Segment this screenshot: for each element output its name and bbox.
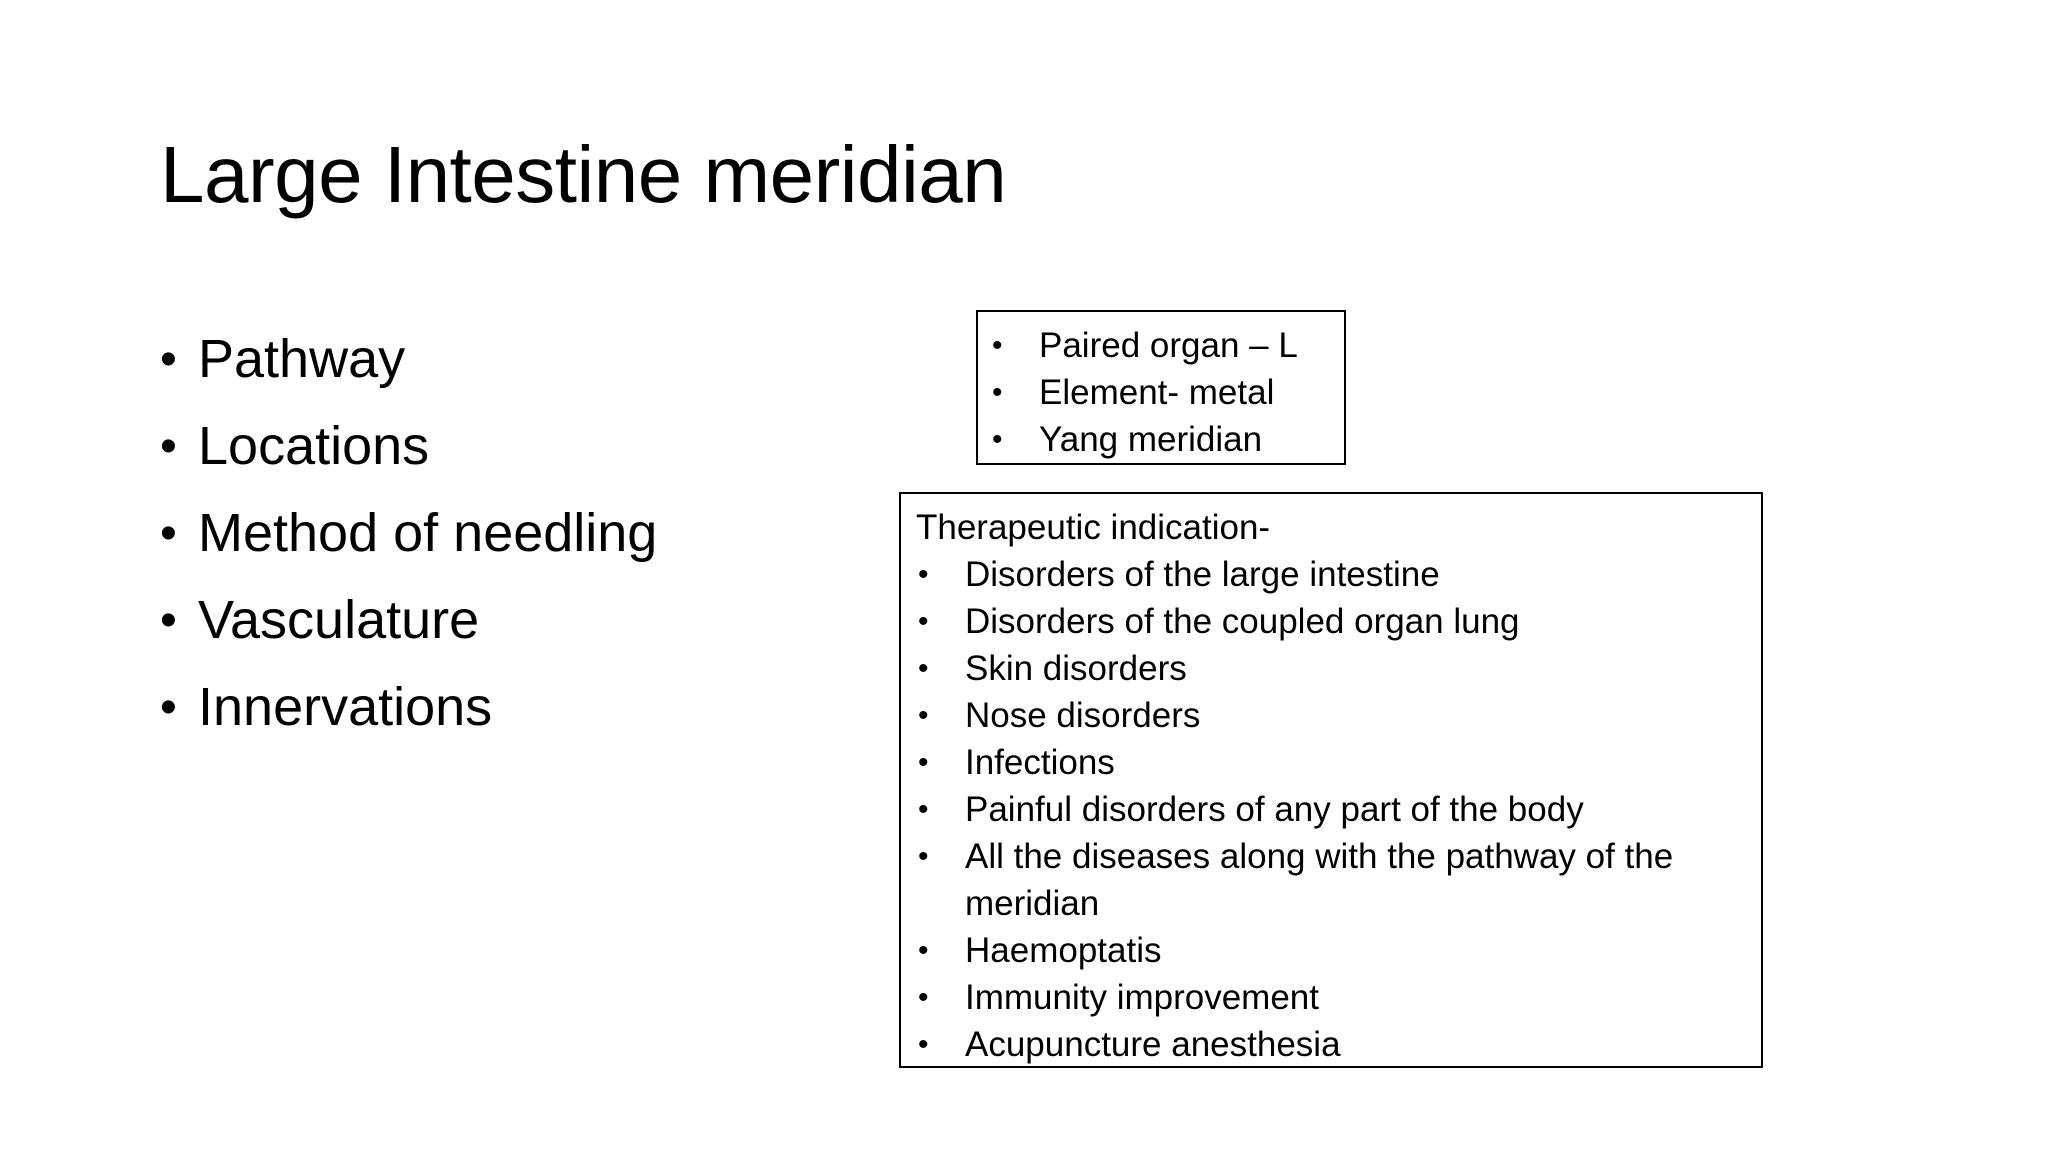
bullet-icon: •: [160, 681, 177, 734]
bullet-icon: •: [160, 507, 177, 560]
organ-info-item: • Element- metal: [990, 369, 1344, 416]
indication-item: • All the diseases along with the pathway…: [916, 833, 1747, 927]
indication-item: • Disorders of the coupled organ lung: [916, 598, 1747, 645]
indication-list: • Disorders of the large intestine • Disor…: [916, 551, 1747, 1068]
bullet-icon: •: [918, 652, 929, 685]
indication-text: Haemoptatis: [965, 931, 1162, 970]
bullet-icon: •: [918, 934, 929, 967]
indication-item: • Infections: [916, 739, 1747, 786]
topic-label: Locations: [198, 416, 430, 476]
organ-info-text: Paired organ – L: [1039, 326, 1298, 365]
bullet-icon: •: [918, 699, 929, 732]
bullet-icon: •: [918, 605, 929, 638]
therapeutic-indication-box: Therapeutic indication- • Disorders of th…: [899, 492, 1763, 1068]
indication-item: • Acupuncture anesthesia: [916, 1021, 1747, 1068]
bullet-icon: •: [918, 981, 929, 1014]
indication-item: • Immunity improvement: [916, 974, 1747, 1021]
topic-label: Vasculature: [198, 590, 480, 650]
indication-text: Disorders of the coupled organ lung: [965, 602, 1520, 641]
bullet-icon: •: [918, 793, 929, 826]
indication-text: Painful disorders of any part of the bod…: [965, 790, 1584, 829]
indication-item: • Haemoptatis: [916, 927, 1747, 974]
indication-text: Acupuncture anesthesia: [965, 1025, 1341, 1064]
organ-info-text: Element- metal: [1039, 373, 1275, 412]
bullet-icon: •: [992, 376, 1003, 409]
indication-text: Immunity improvement: [965, 978, 1319, 1017]
bullet-icon: •: [992, 329, 1003, 362]
topic-item: • Vasculature: [160, 577, 657, 664]
bullet-icon: •: [918, 746, 929, 779]
indication-text: Skin disorders: [965, 649, 1187, 688]
bullet-icon: •: [918, 840, 929, 873]
bullet-icon: •: [918, 1028, 929, 1061]
indication-item: • Nose disorders: [916, 692, 1747, 739]
organ-info-list: • Paired organ – L • Element- metal • Yang …: [990, 322, 1344, 463]
topic-label: Pathway: [198, 329, 406, 389]
topic-item: • Method of needling: [160, 490, 657, 577]
topic-list: •Pathway •Locations •Method of needling …: [160, 316, 657, 751]
topic-item: • Locations: [160, 403, 657, 490]
bullet-icon: •: [918, 558, 929, 591]
slide-title: Large Intestine meridian: [160, 130, 1007, 219]
indication-heading: Therapeutic indication-: [916, 508, 1271, 547]
topic-label: Innervations: [198, 677, 493, 737]
bullet-icon: •: [160, 333, 177, 386]
organ-info-item: • Yang meridian: [990, 416, 1344, 463]
indication-text: All the diseases along with the pathway …: [965, 837, 1674, 923]
organ-info-box: • Paired organ – L • Element- metal • Yang …: [976, 310, 1346, 465]
indication-item: • Skin disorders: [916, 645, 1747, 692]
bullet-icon: •: [160, 420, 177, 473]
topic-item: • Pathway: [160, 316, 657, 403]
bullet-icon: •: [160, 594, 177, 647]
topic-label: Method of needling: [198, 503, 658, 563]
topic-item: • Innervations: [160, 664, 657, 751]
organ-info-text: Yang meridian: [1039, 420, 1263, 459]
organ-info-item: • Paired organ – L: [990, 322, 1344, 369]
indication-text: Disorders of the large intestine: [965, 555, 1440, 594]
indication-item: • Painful disorders of any part of the bo…: [916, 786, 1747, 833]
indication-item: • Disorders of the large intestine: [916, 551, 1747, 598]
indication-text: Infections: [965, 743, 1115, 782]
bullet-icon: •: [992, 423, 1003, 456]
indication-text: Nose disorders: [965, 696, 1201, 735]
